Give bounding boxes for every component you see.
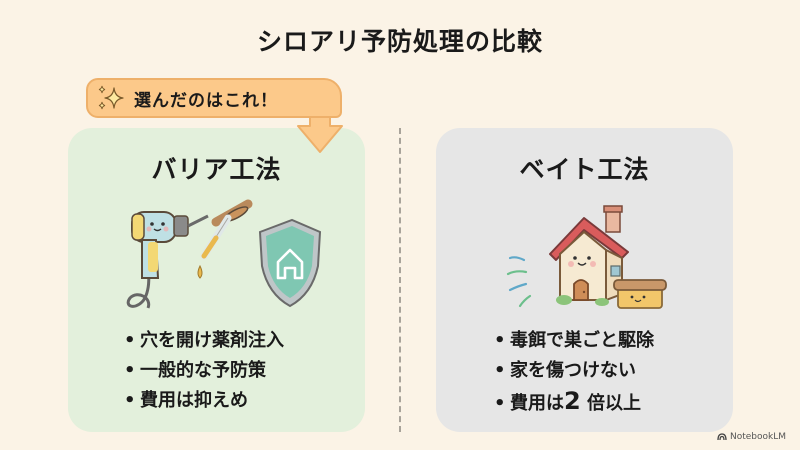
brand-label: NotebookLM	[729, 432, 786, 442]
sparkle-icon	[98, 85, 124, 110]
barrier-method-bullets: •穴を開け薬剤注入 •一般的な予防策 •費用は抑えめ	[124, 326, 284, 416]
notebooklm-watermark: NotebookLM	[717, 432, 786, 442]
bullet-item: •家を傷つけない	[494, 360, 636, 381]
bullet-item: •費用は抑えめ	[124, 390, 248, 411]
selected-callout: 選んだのはこれ！	[86, 78, 342, 118]
callout-text: 選んだのはこれ！	[134, 90, 278, 111]
page-title: シロアリ予防処理の比較	[256, 27, 543, 56]
bullet-item: •一般的な予防策	[124, 360, 266, 381]
bullet-item: •穴を開け薬剤注入	[124, 330, 284, 351]
bullet-item: •費用は2 倍以上	[494, 387, 641, 415]
barrier-method-title: バリア工法	[151, 155, 282, 184]
notebooklm-logo-icon	[717, 433, 727, 441]
dashed-divider	[399, 128, 401, 432]
bullet-item: •毒餌で巣ごと駆除	[494, 330, 654, 351]
barrier-method-card: バリア工法	[68, 128, 365, 432]
house-bait-box-icon	[506, 205, 667, 309]
bait-method-title: ベイト工法	[519, 155, 650, 184]
drill-dropper-shield-icon	[126, 199, 321, 309]
bait-method-bullets: •毒餌で巣ごと駆除 •家を傷つけない •費用は2 倍以上	[494, 326, 654, 419]
bait-method-card: ベイト工法	[436, 128, 733, 432]
